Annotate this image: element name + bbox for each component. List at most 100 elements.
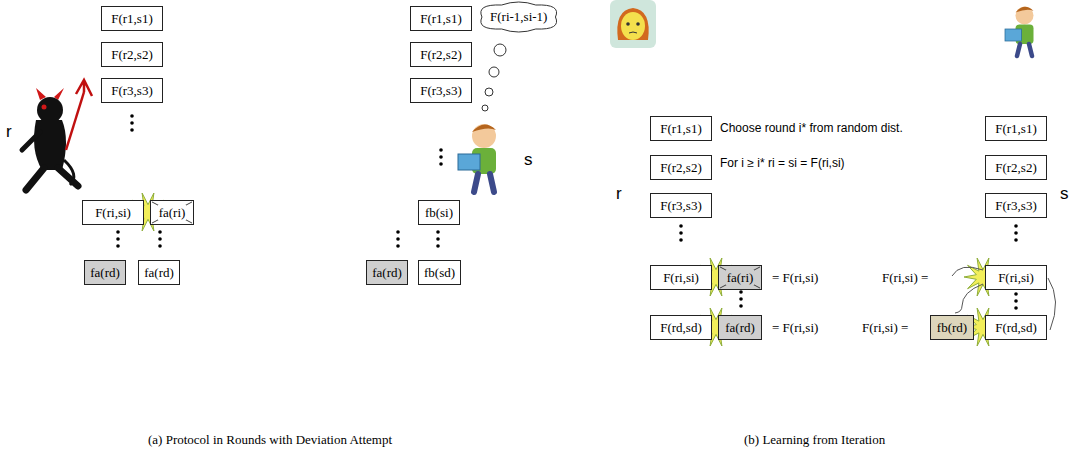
- round-box: F(r3,s3): [650, 193, 712, 218]
- ellipsis-dot: [1014, 292, 1018, 296]
- ellipsis-dot: [679, 238, 683, 242]
- box-text: F(ri,si): [663, 270, 699, 285]
- box-text: F(ri-1,si-1): [490, 9, 547, 24]
- ellipsis-dot: [436, 237, 440, 241]
- box-text: F(r2,s2): [420, 47, 462, 62]
- girl-hair: [617, 8, 648, 40]
- ellipsis-dot: [439, 155, 443, 159]
- annotation-text: = F(ri,si): [772, 320, 818, 336]
- ellipsis-dot: [436, 244, 440, 248]
- ellipsis-dot: [396, 244, 400, 248]
- ellipsis-dot: [679, 231, 683, 235]
- round-box: F(rd,sd): [650, 315, 712, 340]
- ellipsis-dot: [436, 230, 440, 234]
- box-text: F(rd,sd): [995, 320, 1037, 335]
- ellipsis-dot: [116, 230, 120, 234]
- round-box: F(r3,s3): [410, 78, 472, 103]
- annotation-text: r: [616, 184, 622, 204]
- trident-head: [76, 80, 92, 96]
- annotation-text: Choose round i* from random dist.: [720, 121, 903, 135]
- cross-lines: [720, 267, 760, 288]
- ellipsis-dot: [130, 128, 134, 132]
- boy-legs: [474, 174, 494, 192]
- devil-head: [37, 97, 63, 123]
- boy-head: [472, 124, 496, 148]
- annotation-text: For i ≥ i* ri = si = F(ri,si): [720, 156, 845, 170]
- boy-hair: [472, 124, 496, 132]
- round-box: fa(rd): [366, 260, 408, 285]
- boy-box: [458, 154, 480, 170]
- ellipsis-dot: [739, 304, 743, 308]
- round-box: F(r3,s3): [985, 193, 1047, 218]
- cloud-path: [481, 2, 557, 32]
- round-box: F(r2,s2): [101, 42, 163, 67]
- annotation-text: s: [524, 150, 533, 170]
- ellipsis-dot: [130, 121, 134, 125]
- box-text: fa(rd): [90, 265, 120, 280]
- annotation-text: s: [1060, 184, 1069, 204]
- devil-body: [34, 120, 66, 170]
- brace-curve: [952, 267, 983, 276]
- round-box: F(r1,s1): [985, 116, 1047, 141]
- annotation-text: F(ri,si) =: [882, 270, 928, 286]
- round-box: fb(si): [418, 200, 460, 225]
- round-box: F(r1,s1): [650, 116, 712, 141]
- box-text: F(r2,s2): [660, 160, 702, 175]
- box-text: F(r1,s1): [660, 121, 702, 136]
- ellipsis-dot: [396, 230, 400, 234]
- round-box: F(r1,s1): [101, 6, 163, 31]
- ellipsis-dot: [1014, 306, 1018, 310]
- girl-mouth: [629, 32, 637, 33]
- round-box: F(ri,si): [985, 265, 1047, 290]
- ellipsis-dots: [116, 114, 1018, 310]
- round-box: fa(rd): [718, 315, 762, 340]
- box-text: F(r3,s3): [111, 83, 153, 98]
- box-text: F(r3,s3): [420, 83, 462, 98]
- box-text: fa(ri): [726, 270, 755, 285]
- box-text: F(r3,s3): [995, 198, 1037, 213]
- devil-legs: [26, 168, 78, 190]
- box-text: F(rd,sd): [660, 320, 702, 335]
- boy-legs: [1017, 44, 1032, 56]
- box-text: F(r1,s1): [111, 11, 153, 26]
- brace-curve: [1048, 278, 1056, 330]
- girl-eye: [636, 22, 640, 26]
- round-box: fa(ri): [718, 265, 762, 290]
- boy-icon: [1005, 7, 1034, 57]
- boy-hair: [1016, 7, 1034, 13]
- box-text: fa(ri): [158, 205, 187, 220]
- ellipsis-dot: [679, 224, 683, 228]
- trident-shaft: [66, 92, 84, 150]
- ellipsis-dot: [158, 237, 162, 241]
- ellipsis-dot: [1014, 299, 1018, 303]
- brace-curve: [955, 284, 983, 313]
- round-box: F(ri,si): [82, 200, 144, 225]
- round-box: F(r2,s2): [985, 155, 1047, 180]
- box-text: fa(rd): [725, 320, 755, 335]
- thought-dot: [489, 67, 499, 77]
- impact-bursts: [129, 193, 1002, 346]
- ellipsis-dot: [158, 244, 162, 248]
- boy-head: [1016, 7, 1034, 25]
- round-box: fb(sd): [418, 260, 461, 285]
- box-text: F(ri,si): [998, 270, 1034, 285]
- round-box: F(ri,si): [650, 265, 712, 290]
- round-box: fb(rd): [930, 315, 974, 340]
- annotation-text: F(ri,si) =: [862, 320, 908, 336]
- girl-icon: [610, 0, 656, 48]
- icon-background: [610, 0, 656, 48]
- girl-face: [621, 12, 645, 40]
- box-text: F(r3,s3): [660, 198, 702, 213]
- ellipsis-dot: [439, 162, 443, 166]
- devil-tail: [64, 160, 74, 185]
- round-box: fa(rd): [138, 260, 180, 285]
- ellipsis-dot: [116, 237, 120, 241]
- boy-box: [1005, 29, 1022, 41]
- round-box: F(r3,s3): [101, 78, 163, 103]
- box-text: fb(si): [425, 205, 453, 220]
- cross-lines: [152, 202, 192, 223]
- ellipsis-dot: [439, 148, 443, 152]
- box-text: fb(sd): [424, 265, 455, 280]
